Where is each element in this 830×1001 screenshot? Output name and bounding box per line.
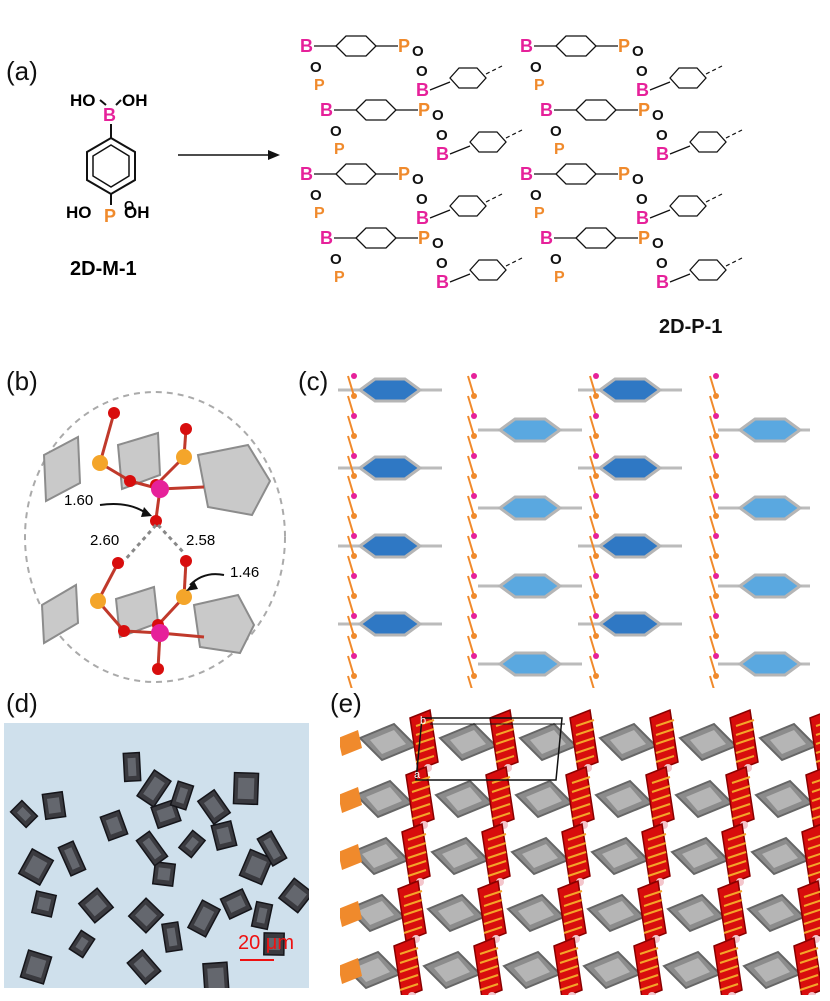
svg-text:O: O bbox=[550, 123, 562, 140]
svg-text:B: B bbox=[636, 80, 649, 100]
monomer-name: 2D-M-1 bbox=[70, 258, 137, 280]
monomer-phosphorus: P bbox=[104, 206, 116, 226]
svg-text:O: O bbox=[416, 191, 428, 208]
svg-text:O: O bbox=[432, 107, 444, 124]
svg-text:B: B bbox=[520, 36, 533, 56]
svg-text:P: P bbox=[534, 205, 545, 222]
svg-text:P: P bbox=[418, 100, 430, 120]
monomer-oh-bottom: OH bbox=[124, 203, 150, 222]
svg-text:P: P bbox=[398, 164, 410, 184]
svg-text:P: P bbox=[334, 141, 345, 158]
svg-text:P: P bbox=[534, 77, 545, 94]
svg-text:O: O bbox=[656, 255, 668, 272]
distance-label-3: 2.58 bbox=[186, 532, 215, 549]
svg-text:O: O bbox=[632, 43, 644, 60]
svg-text:P: P bbox=[638, 100, 650, 120]
monomer-oh-right: OH bbox=[122, 91, 148, 110]
svg-text:O: O bbox=[636, 191, 648, 208]
svg-text:B: B bbox=[656, 272, 669, 292]
svg-text:P: P bbox=[618, 164, 630, 184]
svg-text:B: B bbox=[436, 144, 449, 164]
svg-text:B: B bbox=[636, 208, 649, 228]
svg-text:O: O bbox=[412, 43, 424, 60]
svg-text:P: P bbox=[334, 269, 345, 286]
crystal-packing bbox=[340, 708, 820, 995]
svg-text:O: O bbox=[550, 251, 562, 268]
svg-text:O: O bbox=[436, 255, 448, 272]
panel-label-a: (a) bbox=[6, 56, 38, 86]
svg-text:O: O bbox=[412, 171, 424, 188]
svg-text:B: B bbox=[656, 144, 669, 164]
svg-text:O: O bbox=[432, 235, 444, 252]
svg-text:P: P bbox=[638, 228, 650, 248]
panel-label-d: (d) bbox=[6, 688, 38, 718]
panel-label-c: (c) bbox=[298, 366, 329, 396]
svg-text:O: O bbox=[416, 63, 428, 80]
svg-text:P: P bbox=[618, 36, 630, 56]
svg-text:O: O bbox=[656, 127, 668, 144]
svg-text:B: B bbox=[540, 228, 553, 248]
panel-label-b: (b) bbox=[6, 366, 38, 396]
svg-text:B: B bbox=[300, 36, 313, 56]
svg-text:O: O bbox=[652, 235, 664, 252]
svg-text:O: O bbox=[310, 59, 322, 76]
svg-text:O: O bbox=[652, 107, 664, 124]
crystal-micrograph bbox=[4, 723, 309, 988]
svg-text:O: O bbox=[530, 187, 542, 204]
layer-structure bbox=[338, 373, 810, 688]
svg-text:O: O bbox=[330, 123, 342, 140]
svg-text:P: P bbox=[418, 228, 430, 248]
svg-text:B: B bbox=[320, 100, 333, 120]
panel-label-e: (e) bbox=[330, 688, 362, 718]
svg-text:B: B bbox=[320, 228, 333, 248]
svg-text:B: B bbox=[300, 164, 313, 184]
svg-text:O: O bbox=[632, 171, 644, 188]
svg-text:B: B bbox=[416, 80, 429, 100]
axis-label-b: b bbox=[420, 715, 426, 727]
monomer-ho-left: HO bbox=[70, 91, 96, 110]
monomer-ho-bottom: HO bbox=[66, 203, 92, 222]
svg-text:O: O bbox=[530, 59, 542, 76]
svg-text:P: P bbox=[314, 77, 325, 94]
distance-label-4: 1.46 bbox=[230, 564, 259, 581]
svg-text:B: B bbox=[416, 208, 429, 228]
svg-text:O: O bbox=[636, 63, 648, 80]
svg-text:B: B bbox=[436, 272, 449, 292]
distance-label-1: 1.60 bbox=[64, 492, 93, 509]
svg-text:B: B bbox=[520, 164, 533, 184]
axis-label-c: c bbox=[564, 714, 570, 726]
monomer-boron: B bbox=[103, 105, 116, 125]
svg-text:O: O bbox=[310, 187, 322, 204]
svg-text:P: P bbox=[554, 141, 565, 158]
axis-label-a: a bbox=[414, 769, 421, 781]
svg-text:O: O bbox=[436, 127, 448, 144]
monomer-benzene-ring bbox=[86, 136, 136, 196]
svg-text:P: P bbox=[398, 36, 410, 56]
polymer-name: 2D-P-1 bbox=[659, 316, 723, 338]
distance-label-2: 2.60 bbox=[90, 532, 119, 549]
scale-bar-label: 20 μm bbox=[238, 932, 294, 954]
svg-text:B: B bbox=[540, 100, 553, 120]
unit-cell: b c a bbox=[414, 714, 570, 781]
svg-text:O: O bbox=[330, 251, 342, 268]
svg-text:P: P bbox=[314, 205, 325, 222]
bonding-detail: 1.60 2.60 2.58 1.46 bbox=[24, 391, 286, 683]
monomer-p-oxygen: O bbox=[124, 198, 134, 213]
svg-text:P: P bbox=[554, 269, 565, 286]
